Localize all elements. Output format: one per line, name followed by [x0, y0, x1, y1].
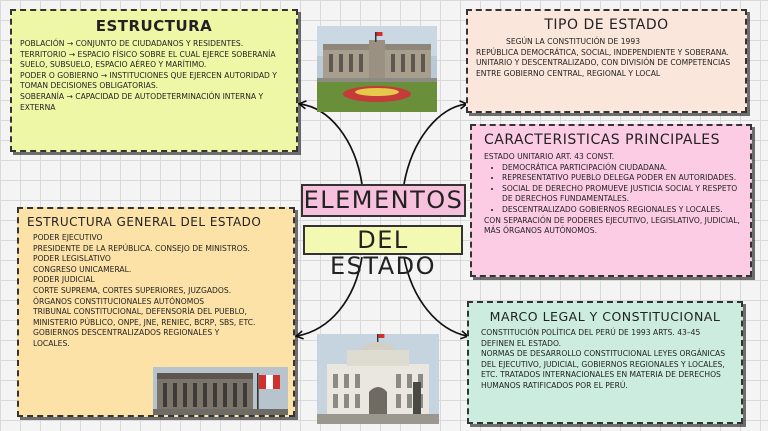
- estructura-general-line: PODER JUDICIAL: [33, 275, 95, 285]
- estructura-general-text: PODER EJECUTIVO PRESIDENTE DE LA REPÚBLI…: [27, 233, 273, 350]
- connector-to-marco: [403, 256, 470, 340]
- caracteristicas-item: DEMOCRÁTICA PARTICIPACIÓN CIUDADANA.: [502, 163, 742, 174]
- estructura-general-line: CORTE SUPREMA, CORTES SUPERIORES, JUZGAD…: [33, 285, 232, 295]
- tipo-estado-text: SEGÚN LA CONSTITUCIÓN DE 1993 REPÚBLICA …: [476, 37, 737, 79]
- government-palace-photo: [317, 26, 437, 112]
- caracteristicas-item: REPRESENTATIVO PUEBLO DELEGA PODER EN AU…: [502, 173, 742, 184]
- marco-legal-line-normas: NORMAS DE DESARROLLO CONSTITUCIONAL LEYE…: [481, 349, 726, 390]
- estructura-general-line: GOBIERNOS DESCENTRALIZADOS REGIONALES Y …: [33, 328, 220, 348]
- estructura-general-box: ESTRUCTURA GENERAL DEL ESTADO PODER EJEC…: [17, 207, 295, 417]
- estructura-line-poder: PODER O GOBIERNO → INSTITUCIONES QUE EJE…: [20, 70, 277, 91]
- estructura-general-line: TRIBUNAL CONSTITUCIONAL, DEFENSORÍA DEL …: [33, 307, 256, 327]
- caracteristicas-item: SOCIAL DE DERECHO PROMUEVE JUSTICIA SOCI…: [502, 184, 742, 205]
- estructura-general-line: PRESIDENTE DE LA REPÚBLICA. CONSEJO DE M…: [33, 243, 250, 253]
- estructura-box: ESTRUCTURA POBLACIÓN → CONJUNTO DE CIUDA…: [10, 9, 298, 152]
- estructura-general-line: PODER EJECUTIVO: [33, 233, 103, 242]
- tipo-estado-title: TIPO DE ESTADO: [544, 17, 669, 33]
- estructura-line-territorio: TERRITORIO → ESPACIO FÍSICO SOBRE EL CUA…: [20, 49, 276, 70]
- estructura-general-title: ESTRUCTURA GENERAL DEL ESTADO: [27, 215, 262, 229]
- central-title-elementos: ELEMENTOS: [301, 184, 466, 217]
- estructura-general-line: PODER LEGISLATIVO: [33, 254, 111, 264]
- caracteristicas-text: ESTADO UNITARIO ART. 43 CONST. DEMOCRÁTI…: [480, 152, 742, 237]
- tipo-estado-line-constitucion: SEGÚN LA CONSTITUCIÓN DE 1993: [506, 37, 641, 46]
- estructura-general-line: ÓRGANOS CONSTITUCIONALES AUTÓNOMOS: [33, 296, 205, 306]
- marco-legal-line-constitucion: CONSTITUCIÓN POLÍTICA DEL PERÚ DE 1993 A…: [481, 328, 701, 348]
- estructura-general-line: CONGRESO UNICAMERAL.: [33, 264, 132, 274]
- estructura-title: ESTRUCTURA: [95, 17, 213, 35]
- marco-legal-text: CONSTITUCIÓN POLÍTICA DEL PERÚ DE 1993 A…: [477, 328, 733, 392]
- estructura-line-soberania: SOBERANÍA → CAPACIDAD DE AUTODETERMINACI…: [20, 91, 264, 112]
- caracteristicas-box: CARACTERISTICAS PRINCIPALES ESTADO UNITA…: [470, 124, 752, 277]
- palace-of-justice-photo: [153, 367, 288, 415]
- central-title-del-estado: DEL ESTADO: [303, 225, 463, 279]
- connector-to-tipo: [403, 100, 469, 185]
- estructura-line-poblacion: POBLACIÓN → CONJUNTO DE CIUDADANOS Y RES…: [20, 39, 244, 48]
- tipo-estado-line-unitario: UNITARIO Y DESCENTRALIZADO, CON DIVISIÓN…: [476, 58, 731, 78]
- caracteristicas-outro: CON SEPARACIÓN DE PODERES EJECUTIVO, LEG…: [484, 215, 740, 236]
- marco-legal-box: MARCO LEGAL Y CONSTITUCIONAL CONSTITUCIÓ…: [467, 301, 743, 424]
- connector-to-estructura: [297, 100, 363, 185]
- estructura-text: POBLACIÓN → CONJUNTO DE CIUDADANOS Y RES…: [20, 39, 288, 113]
- marco-legal-title: MARCO LEGAL Y CONSTITUCIONAL: [489, 309, 721, 324]
- congress-building-photo: [317, 334, 439, 424]
- connector-to-estructura-general: [294, 256, 363, 340]
- caracteristicas-intro: ESTADO UNITARIO ART. 43 CONST.: [484, 152, 615, 161]
- tipo-estado-line-republica: REPÚBLICA DEMOCRÁTICA, SOCIAL, INDEPENDI…: [476, 47, 729, 57]
- caracteristicas-list: DEMOCRÁTICA PARTICIPACIÓN CIUDADANA. REP…: [484, 163, 742, 216]
- caracteristicas-item: DESCENTRALIZADO GOBIERNOS REGIONALES Y L…: [502, 205, 742, 216]
- caracteristicas-title: CARACTERISTICAS PRINCIPALES: [484, 132, 720, 148]
- tipo-estado-box: TIPO DE ESTADO SEGÚN LA CONSTITUCIÓN DE …: [466, 9, 747, 113]
